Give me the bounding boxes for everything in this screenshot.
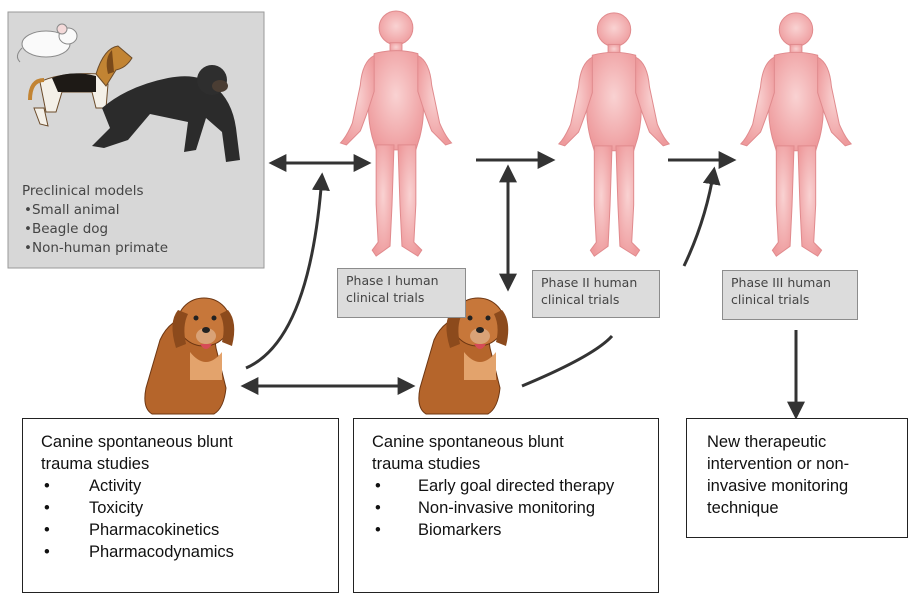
phase-3-label-box: Phase III human clinical trials [722, 270, 858, 320]
new-intervention-box: New therapeutic intervention or non-inva… [686, 418, 908, 538]
phase-3-line2: clinical trials [731, 291, 849, 308]
phase-2-line2: clinical trials [541, 291, 651, 308]
new-intervention-text: New therapeutic intervention or non-inva… [707, 431, 887, 519]
canine-study-1-title-line1: Canine spontaneous blunt [41, 431, 320, 453]
canine-study-2-list: Early goal directed therapy Non-invasive… [372, 475, 640, 541]
arrow-phase2-up-to-phase3 [684, 170, 714, 266]
canine-study-box-1: Canine spontaneous blunt trauma studies … [22, 418, 339, 593]
human-figure-phase-1 [340, 11, 451, 256]
preclinical-title: Preclinical models [22, 182, 168, 201]
canine-study-2-item: Early goal directed therapy [372, 475, 640, 497]
canine-study-1-item: Pharmacokinetics [41, 519, 320, 541]
phase-2-label-box: Phase II human clinical trials [532, 270, 660, 318]
phase-1-line1: Phase I human [346, 272, 457, 289]
human-figure-phase-3 [741, 13, 851, 256]
canine-study-box-2: Canine spontaneous blunt trauma studies … [353, 418, 659, 593]
preclinical-item: Beagle dog [22, 220, 168, 239]
canine-study-1-item: Toxicity [41, 497, 320, 519]
golden-retriever-1-illustration [145, 298, 234, 414]
preclinical-item: Small animal [22, 201, 168, 220]
phase-1-label-box: Phase I human clinical trials [337, 268, 466, 318]
canine-study-2-item: Non-invasive monitoring [372, 497, 640, 519]
phase-3-line1: Phase III human [731, 274, 849, 291]
preclinical-item: Non-human primate [22, 239, 168, 258]
line-canine2-to-phase2 [522, 336, 612, 386]
canine-study-2-title-line1: Canine spontaneous blunt [372, 431, 640, 453]
human-figure-phase-2 [559, 13, 669, 256]
preclinical-models-label: Preclinical models Small animal Beagle d… [22, 182, 168, 258]
phase-2-line1: Phase II human [541, 274, 651, 291]
canine-study-1-list: Activity Toxicity Pharmacokinetics Pharm… [41, 475, 320, 563]
phase-1-line2: clinical trials [346, 289, 457, 306]
canine-study-1-title-line2: trauma studies [41, 453, 320, 475]
canine-study-1-item: Activity [41, 475, 320, 497]
canine-study-2-title-line2: trauma studies [372, 453, 640, 475]
canine-study-2-item: Biomarkers [372, 519, 640, 541]
canine-study-1-item: Pharmacodynamics [41, 541, 320, 563]
preclinical-list: Small animal Beagle dog Non-human primat… [22, 201, 168, 258]
